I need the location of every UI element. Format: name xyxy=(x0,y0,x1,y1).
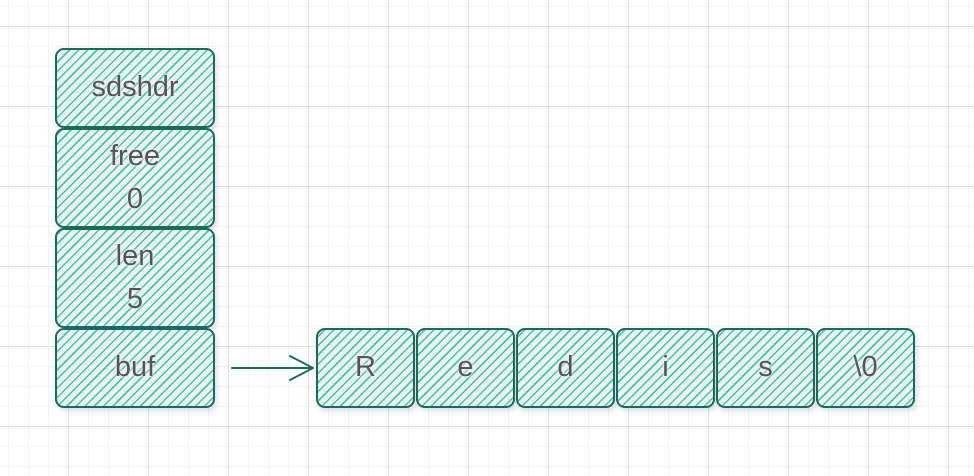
buf-char: d xyxy=(557,351,574,384)
arrow-icon xyxy=(231,355,314,381)
sdshdr-label: sdshdr xyxy=(91,71,179,104)
buf-char-box: d xyxy=(516,328,615,408)
buf-char: \0 xyxy=(853,351,878,384)
len-label: len xyxy=(115,239,155,272)
free-label: free xyxy=(110,139,160,172)
buf-label: buf xyxy=(114,351,156,384)
buf-char-box: e xyxy=(416,328,515,408)
buf-char: i xyxy=(662,351,669,384)
buf-char-box: i xyxy=(616,328,715,408)
len-field-box: len 5 xyxy=(55,228,215,328)
sdshdr-header-box: sdshdr xyxy=(55,48,215,128)
buf-char-box: R xyxy=(316,328,415,408)
buf-char: e xyxy=(457,351,474,384)
buf-char: s xyxy=(758,351,773,384)
free-value: 0 xyxy=(126,183,144,215)
free-field-box: free 0 xyxy=(55,128,215,228)
buf-field-box: buf xyxy=(55,328,215,408)
buf-char-box: s xyxy=(716,328,815,408)
buf-null-terminator-box: \0 xyxy=(816,328,915,408)
buf-char: R xyxy=(355,351,376,384)
len-value: 5 xyxy=(126,283,144,315)
